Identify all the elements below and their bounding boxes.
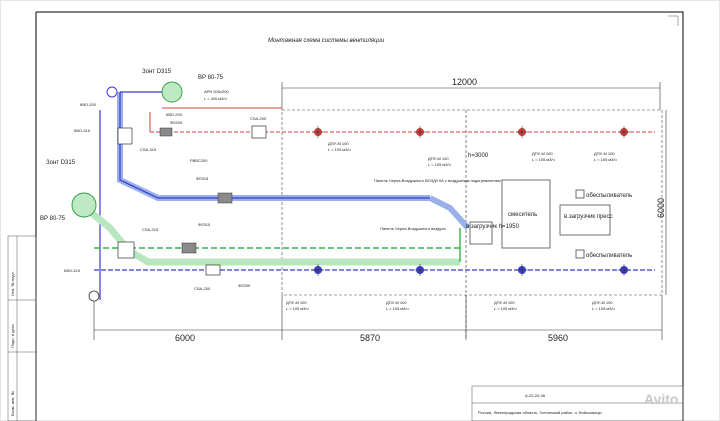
diffuser-bot-3-icon <box>516 264 528 276</box>
fan-bottom-icon <box>88 290 100 302</box>
label-fl315-a: ФЛ315 <box>196 176 209 181</box>
hood-left-icon <box>71 192 97 218</box>
diffuser-bot-4-icon <box>618 264 630 276</box>
diffuser-top-4-icon <box>618 126 630 138</box>
csa-315-unit-bottom <box>117 241 135 259</box>
diffuser-top-1-flow: L = 105 м3/ч <box>328 147 351 152</box>
diffuser-top-3-flow: L = 105 м3/ч <box>532 157 555 162</box>
room-height-label: h=3000 <box>468 153 489 159</box>
loader-block <box>469 221 493 245</box>
label-kvo200-a: КВО-200 <box>80 102 97 107</box>
press-loader-label: в.загрузчик пресс <box>564 214 613 220</box>
dim-bottom-left: 6000 <box>175 333 195 343</box>
dim-bottom-mid: 5870 <box>360 333 380 343</box>
diffuser-bot-2-name: ДПУ-М 100 <box>386 300 407 305</box>
diffuser-top-3-icon <box>516 126 528 138</box>
loader-label: в.загрузчик h=1950 <box>466 224 520 230</box>
dim-bottom-right: 5960 <box>548 333 568 343</box>
label-csa315-b: CSA-315 <box>142 227 159 232</box>
stamp-address: Россия, Ленинградская область, Гатчински… <box>478 410 602 415</box>
supply-duct-elbow <box>428 195 471 231</box>
diffuser-bot-4-name: ДПУ-М 100 <box>592 300 613 305</box>
diffuser-top-4-name: ДПУ-М 100 <box>594 151 615 156</box>
dim-top-value: 12000 <box>452 77 477 87</box>
label-zont-top: Зонт D315 <box>142 69 172 75</box>
drawing-frame <box>36 11 684 421</box>
watermark: Avito <box>644 391 678 407</box>
diffuser-top-2-flow: L = 105 м3/ч <box>428 162 451 167</box>
label-apn: АРН 200х200 <box>204 89 229 94</box>
diffuser-top-2-icon <box>414 126 426 138</box>
label-vr-left: ВР 80-75 <box>40 216 66 222</box>
stamp-code: А-22-20-08 <box>525 393 546 398</box>
label-kvo315-a: КВО-315 <box>74 128 91 133</box>
dehumidifier-1-marker <box>575 189 585 199</box>
diffuser-bot-1-flow: L = 105 м3/ч <box>286 306 309 311</box>
dehumidifier-2-label: обеспыливатель <box>586 253 632 259</box>
label-csa200-a: CSA-200 <box>250 116 267 121</box>
diffuser-bot-4-flow: L = 105 м3/ч <box>592 306 615 311</box>
label-kvo315-b: КВО-315 <box>64 268 81 273</box>
label-grille: РВБС200 <box>190 158 208 163</box>
mixer-block <box>501 179 551 249</box>
diffuser-top-3-name: ДПУ-М 100 <box>532 151 553 156</box>
diffuser-bot-3-flow: L = 105 м3/ч <box>494 306 517 311</box>
label-vr-top: ВР 80-75 <box>198 75 224 81</box>
diffuser-top-4-flow: L = 105 м3/ч <box>594 157 617 162</box>
fan-top-icon <box>106 86 118 98</box>
mixer-label: смеситель <box>508 212 537 218</box>
press-loader-block <box>559 204 611 236</box>
room-outline <box>281 109 663 296</box>
diffuser-top-2-name: ДПУ-М 100 <box>428 156 449 161</box>
diffuser-top-1-name: ДПУ-М 100 <box>328 141 349 146</box>
diffuser-bot-3-name: ДПУ-М 100 <box>494 300 515 305</box>
hood-top-icon <box>161 81 183 103</box>
label-apn-flow: L = 420 м3/ч <box>204 96 227 101</box>
side-stamp-text-1: Инв. № подл. <box>10 271 15 296</box>
label-fl315-b: ФЛ315 <box>198 222 211 227</box>
side-stamp <box>7 235 37 421</box>
label-fl200: ФЛ200 <box>170 120 183 125</box>
label-csa200-b: CSA-200 <box>194 286 211 291</box>
diffuser-bot-2-flow: L = 105 м3/ч <box>386 306 409 311</box>
diffuser-bot-1-name: ДПУ-М 100 <box>286 300 307 305</box>
csa-200-unit-top <box>251 125 267 139</box>
filter-315-b-icon <box>181 242 197 254</box>
title-block <box>471 385 684 421</box>
label-note-1: Панель Черна-Воздушного ВОЗДУХА с воздуш… <box>374 178 501 183</box>
heater-icon <box>159 127 173 137</box>
page-title: Монтажная схема системы вентиляции <box>268 38 385 44</box>
csa-315-unit-top <box>117 127 133 145</box>
dim-right-value: 6000 <box>656 198 666 218</box>
diffuser-bot-1-icon <box>312 264 324 276</box>
label-kvo200-b: КВО-200 <box>166 112 183 117</box>
diffuser-top-1-icon <box>312 126 324 138</box>
side-stamp-text-2: Подп. и дата <box>10 324 15 348</box>
dehumidifier-2-marker <box>575 249 585 259</box>
corner-mark <box>668 15 679 26</box>
csa-200-unit-bottom <box>205 264 221 276</box>
filter-315-icon <box>217 192 233 204</box>
label-note-2: Панель Черна-Воздушного воздуха <box>380 226 446 231</box>
label-fl200-b: ФЛ200 <box>238 283 251 288</box>
side-stamp-text-3: Взам. инв. № <box>10 391 15 416</box>
diffuser-bot-2-icon <box>414 264 426 276</box>
dehumidifier-1-label: обеспыливатель <box>586 193 632 199</box>
label-csa315-a: CSA-315 <box>140 147 157 152</box>
label-zont-left: Зонт D315 <box>46 160 76 166</box>
